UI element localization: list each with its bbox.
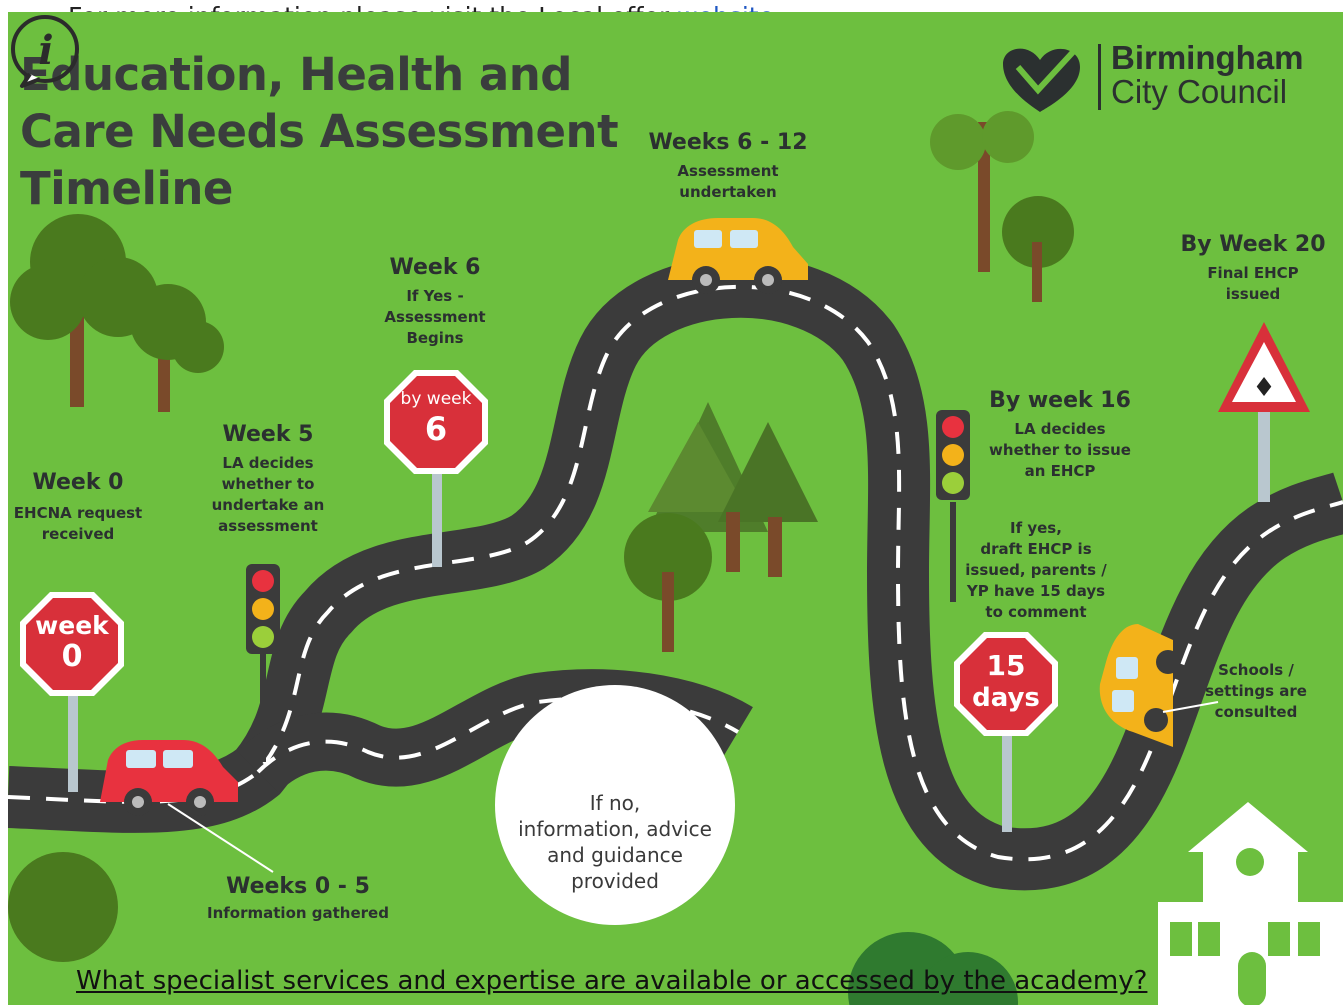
logo-divider [1098,44,1101,110]
school-building [1158,802,1343,1005]
logo-text-line1: Birmingham [1111,39,1304,76]
svg-text:♦: ♦ [1252,373,1275,403]
sign-15-days-text: 15 days [972,649,1040,714]
stop-sign-week6 [384,370,488,567]
timeline-poster: ♦ [8,12,1343,1005]
svg-text:i: i [38,27,53,74]
stop-sign-week0 [20,592,124,792]
warning-sign-children: ♦ [1218,322,1310,502]
tree-cluster-left [10,214,224,412]
poster-illustration: ♦ [8,48,1343,1005]
info-icon: i [11,15,79,88]
stop-sign-15-days [954,632,1058,832]
info-bubble-text: If no, information, advice and guidance … [518,791,712,893]
tree-top-right [930,111,1074,302]
poster-title: Education, Health and Care Needs Assessm… [20,48,619,215]
car-red [100,740,274,873]
bushes-bottom [8,852,1018,1005]
section-heading-link[interactable]: What specialist services and expertise a… [76,966,1148,996]
heart-logo-icon [1003,48,1080,112]
traffic-light-week5 [246,564,280,762]
info-bubble [495,685,735,925]
car-yellow-top [668,218,808,294]
sign-week6-text: by week 6 [400,389,472,448]
traffic-light-week16 [936,410,970,602]
pine-trees [624,402,818,652]
logo-text-line2: City Council [1111,73,1288,110]
milestone-weeks0-5: Weeks 0 - 5 Information gathered [207,874,389,922]
car-yellow-right [1099,624,1219,747]
sign-week0-text: week 0 [35,611,109,674]
milestone-draft-ehcp: If yes,draft EHCP is issued, parents /YP… [965,519,1107,621]
